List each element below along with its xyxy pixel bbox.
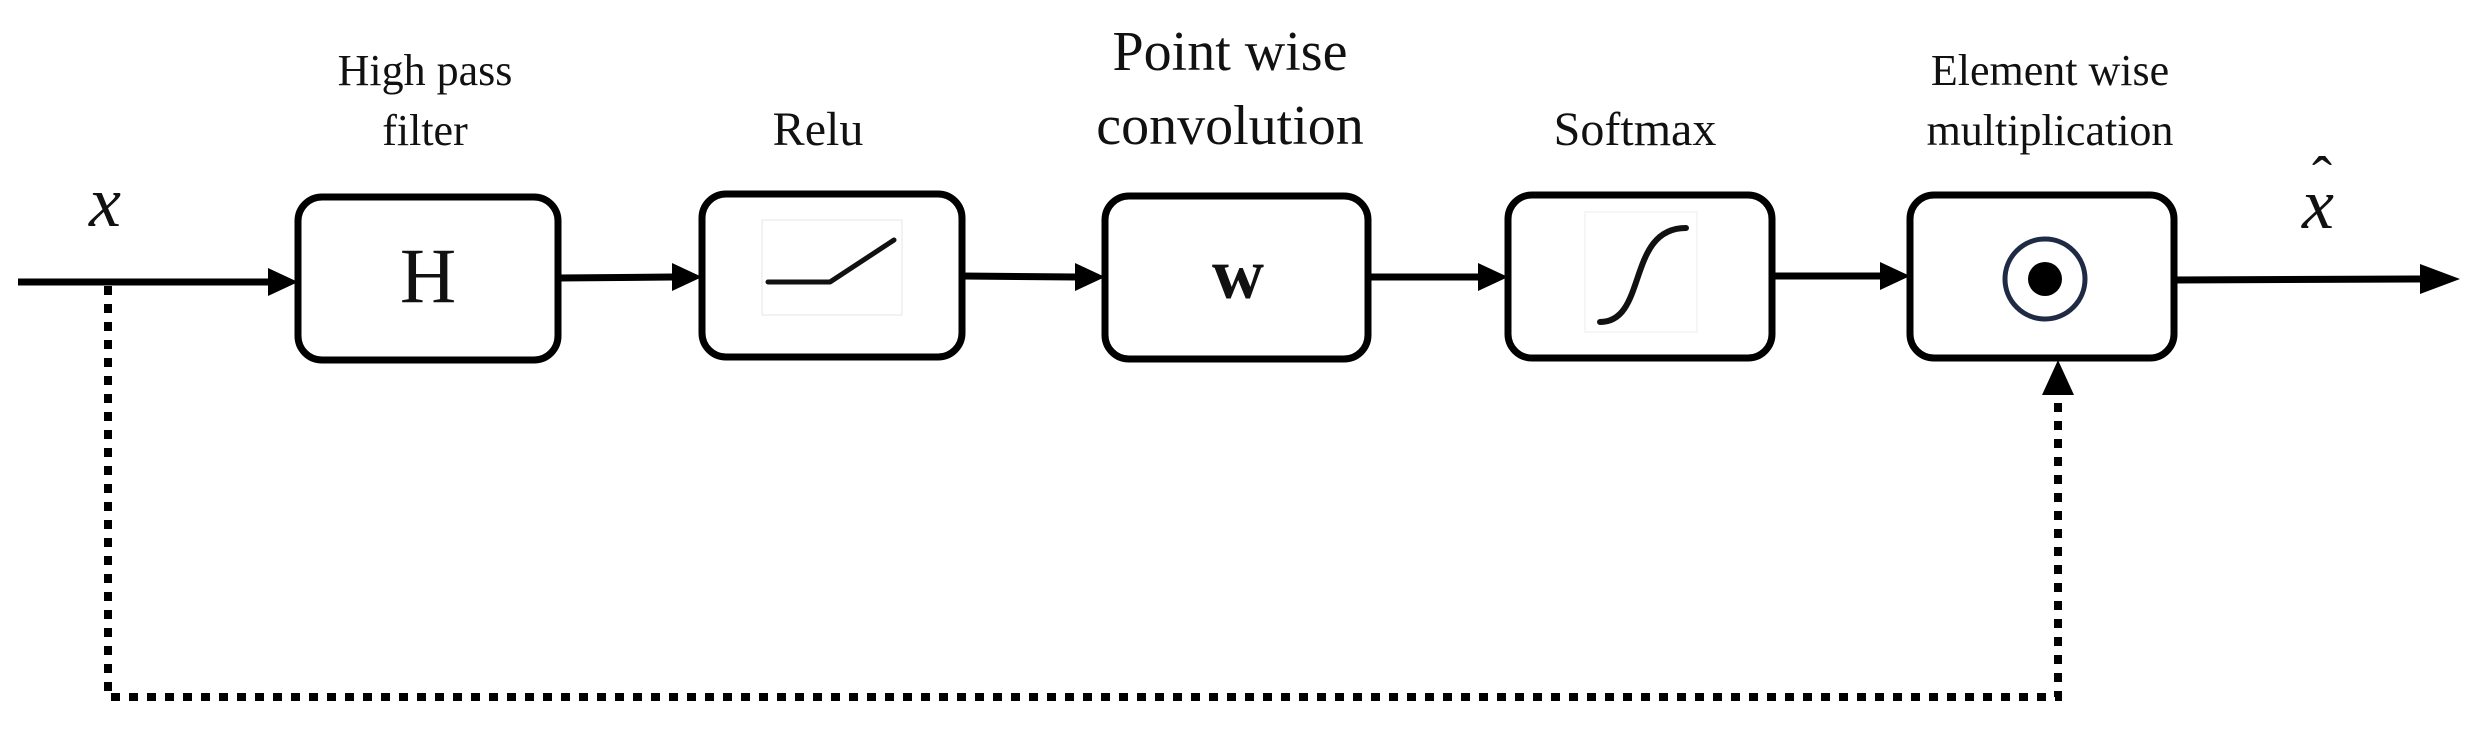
block-high-pass-filter: H: [294, 193, 562, 364]
block-title-elementwise-line1: Element wise: [1931, 46, 2169, 95]
odot-operator-icon: [2002, 236, 2088, 322]
output-symbol: x ˆ: [2301, 145, 2334, 244]
relu-curve-icon: [761, 219, 903, 316]
block-title-elementwise-line2: multiplication: [1927, 106, 2174, 155]
block-pointwise-conv: w: [1101, 192, 1372, 363]
wire-relu-to-conv: [961, 272, 1076, 281]
arrowhead-into-conv: [1075, 263, 1105, 291]
output-symbol-base: x: [2301, 164, 2334, 244]
block-title-pointwise-line1: Point wise: [1113, 21, 1348, 83]
block-title-high-pass-line1: High pass: [338, 46, 513, 95]
block-title-softmax: Softmax: [1554, 103, 1717, 156]
arrowhead-into-mult: [1880, 262, 1910, 290]
block-title-pointwise-line2: convolution: [1096, 95, 1364, 157]
block-elementwise-mult: [1906, 191, 2178, 362]
block-softmax: [1504, 191, 1776, 362]
skip-arrowhead: [2042, 360, 2074, 395]
input-symbol: x: [88, 162, 121, 242]
wire-hpf-to-relu: [557, 273, 673, 282]
arrowhead-into-relu: [672, 263, 702, 291]
high-pass-symbol: H: [400, 232, 456, 319]
block-title-high-pass-line2: filter: [382, 106, 468, 155]
skip-connection: [104, 286, 2062, 701]
sigmoid-curve-icon: [1584, 211, 1698, 333]
arrowhead-into-softmax: [1478, 263, 1508, 291]
block-title-relu: Relu: [773, 103, 864, 156]
output-arrowhead: [2420, 264, 2460, 294]
pointwise-weight-symbol: w: [1212, 234, 1264, 314]
arrowhead-into-hpf: [268, 268, 298, 296]
output-wire: [2173, 275, 2421, 284]
output-symbol-accent: ˆ: [2312, 145, 2332, 211]
block-relu: [698, 190, 966, 361]
